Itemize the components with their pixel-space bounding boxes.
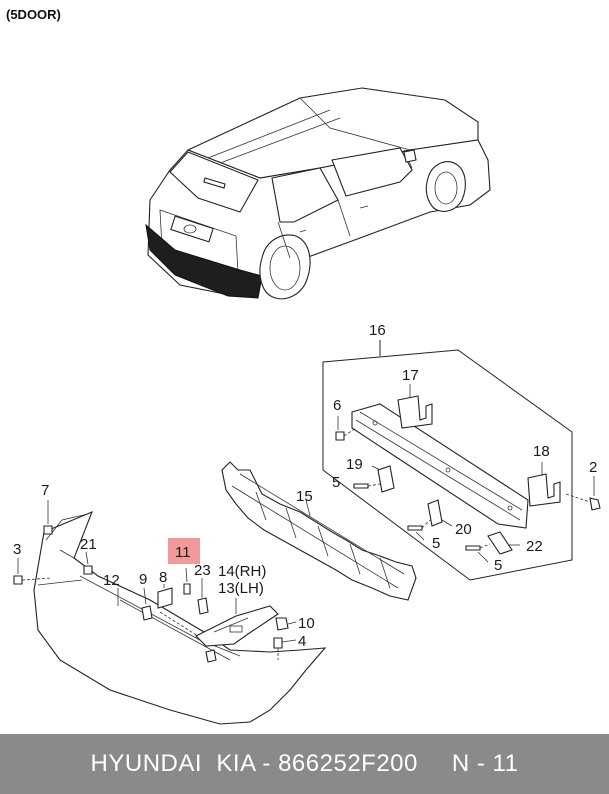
callout-7: 7 — [41, 482, 49, 499]
variant-label: (5DOOR) — [6, 7, 61, 22]
callout-18: 18 — [533, 443, 550, 460]
callout-13: 13(LH) — [218, 580, 264, 597]
energy-absorber — [221, 461, 417, 601]
callout-16: 16 — [369, 322, 386, 339]
callout-19: 19 — [346, 456, 363, 473]
callout-10: 10 — [298, 615, 315, 632]
beam-assembly-box — [322, 340, 601, 581]
callout-14: 14(RH) — [218, 563, 266, 580]
callout-15: 15 — [296, 488, 313, 505]
small-parts — [13, 500, 297, 663]
highlight-box — [168, 538, 200, 564]
callout-20: 20 — [455, 521, 472, 538]
callout-4: 4 — [298, 633, 306, 650]
car-illustration — [145, 87, 491, 300]
callout-5: 5 — [332, 474, 340, 491]
callout-2: 2 — [589, 459, 597, 476]
callout-12: 12 — [103, 572, 120, 589]
callout-8: 8 — [159, 569, 167, 586]
callout-3: 3 — [13, 541, 21, 558]
callout-5: 5 — [432, 535, 440, 552]
footer-page-ref: N - 11 — [451, 750, 519, 777]
footer-bar: HYUNDAI KIA - 866252F200 N - 11 — [0, 734, 609, 794]
callout-labels: 16 17 6 18 2 19 5 15 20 5 22 5 7 3 21 11… — [13, 322, 597, 650]
callout-6: 6 — [333, 397, 341, 414]
callout-5: 5 — [494, 557, 502, 574]
callout-21: 21 — [80, 536, 97, 553]
footer-part-number: HYUNDAI KIA - 866252F200 — [90, 750, 418, 777]
callout-11: 11 — [175, 544, 191, 561]
callout-17: 17 — [402, 367, 419, 384]
parts-diagram: (5DOOR) — [6, 7, 601, 725]
callout-9: 9 — [139, 571, 147, 588]
callout-23: 23 — [194, 562, 211, 579]
callout-22: 22 — [526, 538, 543, 555]
